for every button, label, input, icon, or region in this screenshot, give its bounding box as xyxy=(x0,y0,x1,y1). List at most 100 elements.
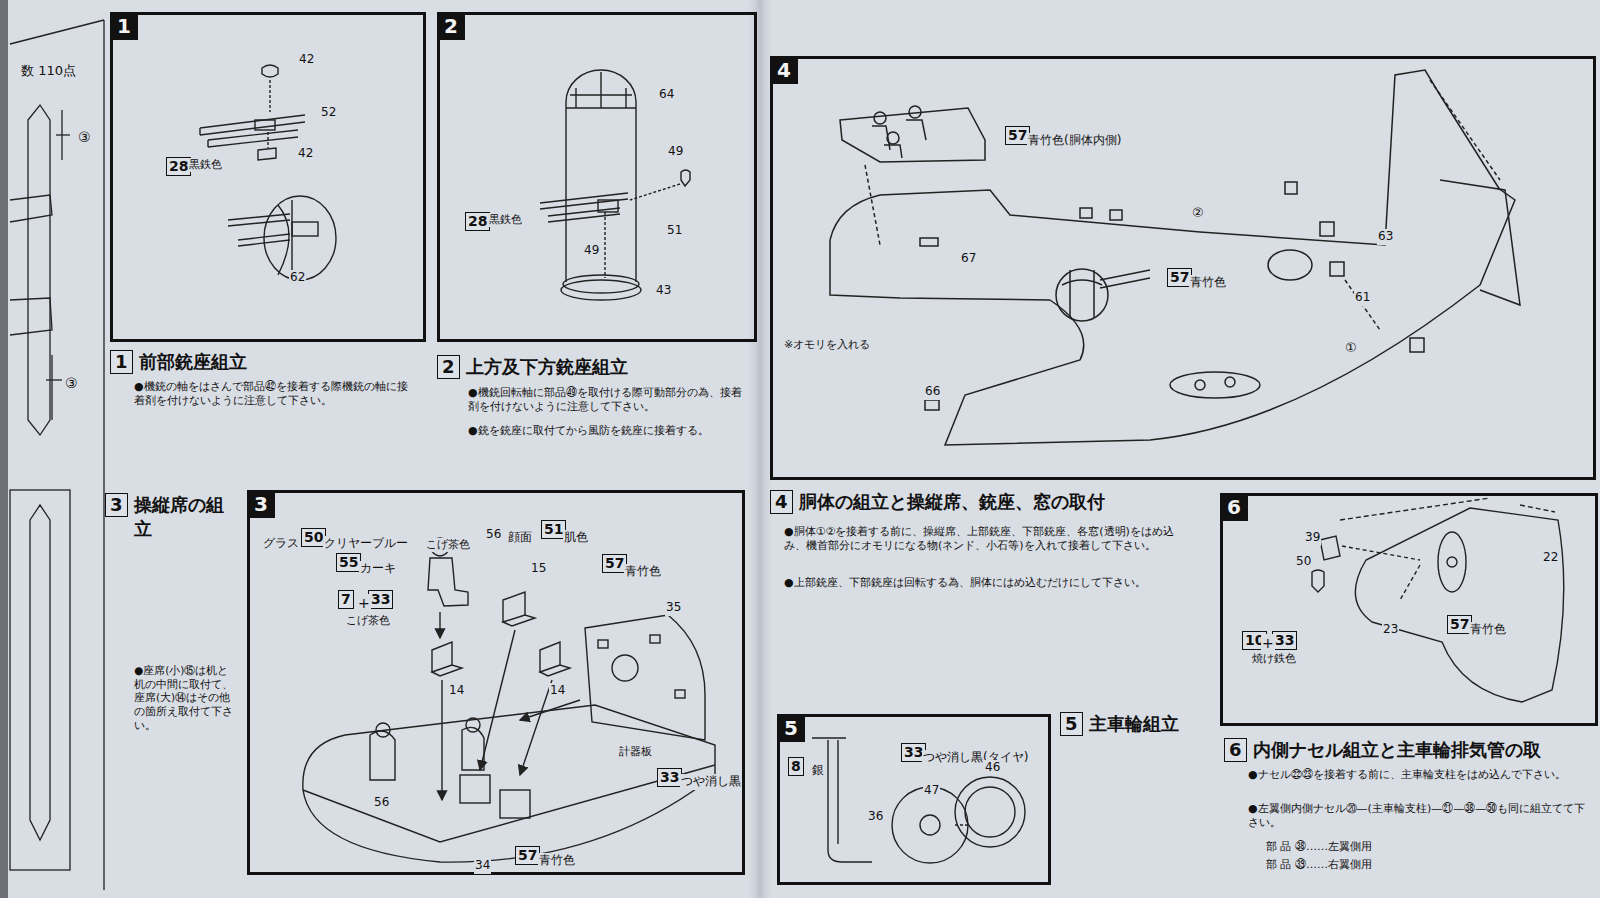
line-art xyxy=(1320,222,1334,236)
step-title: 胴体の組立と操縦席、銃座、窓の取付 xyxy=(799,490,1105,514)
step-number: 3 xyxy=(105,493,128,517)
color-code: 55 xyxy=(339,554,358,570)
line-art xyxy=(1430,80,1500,180)
step-number: 2 xyxy=(437,355,460,379)
callout-number: 肌色 xyxy=(563,530,589,546)
line-art xyxy=(208,130,298,147)
line-art xyxy=(920,238,938,246)
step-title: 内側ナセル組立と主車輪排気管の取 xyxy=(1253,738,1541,762)
line-art xyxy=(681,170,690,186)
line-art xyxy=(200,65,336,280)
step-number: 2 xyxy=(437,12,465,40)
step-heading: 6内側ナセル組立と主車輪排気管の取 xyxy=(1224,738,1541,762)
line-art xyxy=(830,240,1050,300)
line-art xyxy=(103,20,104,890)
line-art xyxy=(1110,210,1122,220)
callout-number: 14 xyxy=(448,683,465,699)
callout-number: 青竹色 xyxy=(538,853,576,869)
color-code-box: 8 xyxy=(788,757,804,776)
line-art xyxy=(10,298,52,335)
line-art xyxy=(520,680,552,775)
callout-number: 62 xyxy=(289,270,306,286)
color-code: 28 xyxy=(468,213,487,229)
line-art xyxy=(630,184,680,200)
instruction-note: ●銃を銃座に取付てから風防を銃座に接着する。 xyxy=(467,424,749,438)
callout-number: 49 xyxy=(583,243,600,259)
line-art xyxy=(837,740,838,844)
color-code: 33 xyxy=(1275,632,1294,648)
line-art xyxy=(370,731,395,780)
callout-number: 49 xyxy=(667,144,684,160)
callout-number: 56 xyxy=(485,527,502,543)
line-art xyxy=(874,112,886,124)
color-code: 7 xyxy=(341,591,351,607)
step-heading: 2上方及下方銃座組立 xyxy=(437,355,628,379)
line-art xyxy=(503,592,535,626)
instruction-note: ●機銃回転軸に部品㊾を取付ける際可動部分の為、接着剤を付けないように注意して下さ… xyxy=(467,386,749,415)
line-art xyxy=(10,20,104,44)
line-art xyxy=(267,132,268,148)
callout-number: 61 xyxy=(1354,290,1371,306)
callout-number: + xyxy=(1261,634,1275,652)
callout-number: 50 xyxy=(1295,554,1312,570)
line-art xyxy=(1170,372,1260,398)
callout-number: 36 xyxy=(867,809,884,825)
line-art xyxy=(520,700,580,720)
line-art xyxy=(441,680,442,800)
step-heading: 1前部銃座組立 xyxy=(110,350,247,374)
callout-number: 63 xyxy=(1377,229,1394,245)
line-art xyxy=(612,655,638,681)
step-number: 1 xyxy=(110,350,133,374)
color-code-box: 7 xyxy=(338,590,354,609)
line-art xyxy=(466,718,480,732)
callout-number: 42 xyxy=(297,146,314,162)
callout-number: 黒鉄色 xyxy=(488,213,523,227)
line-art xyxy=(1320,536,1340,560)
line-art xyxy=(1285,182,1297,194)
line-art xyxy=(1355,508,1563,702)
callout-number: ② xyxy=(1191,205,1205,222)
color-code: 57 xyxy=(1450,616,1469,632)
callout-number: こげ茶色 xyxy=(345,614,391,628)
callout-number: 66 xyxy=(924,384,941,400)
color-code-box: 57 xyxy=(515,846,540,865)
line-art xyxy=(909,106,921,118)
line-art xyxy=(812,738,872,862)
color-code: 28 xyxy=(169,158,188,174)
line-art xyxy=(10,490,70,870)
line-art xyxy=(228,214,290,246)
line-art xyxy=(303,765,715,842)
line-art xyxy=(500,790,530,818)
callout-number: ① xyxy=(1344,340,1358,357)
step-panel: 6103357 xyxy=(1220,493,1598,726)
callout-number: 23 xyxy=(1382,622,1399,638)
color-code: 8 xyxy=(791,758,801,774)
step-number: 6 xyxy=(1220,493,1248,521)
line-art xyxy=(1440,180,1520,305)
step-title: 主車輪組立 xyxy=(1089,712,1179,736)
line-art xyxy=(258,148,276,160)
step-panel: 5833 xyxy=(777,714,1051,885)
line-art xyxy=(10,195,52,222)
color-code: 57 xyxy=(1170,269,1189,285)
callout-number: ※オモリを入れる xyxy=(783,338,871,352)
step-heading: 4胴体の組立と操縦席、銃座、窓の取付 xyxy=(770,490,1105,514)
color-code-box: 28 xyxy=(465,212,490,231)
callout-number: 64 xyxy=(658,87,675,103)
callout-number: 部 品 ㊳……左翼側用 xyxy=(1265,840,1373,854)
line-art xyxy=(561,280,641,300)
line-art xyxy=(432,642,462,676)
line-art xyxy=(1400,565,1420,600)
line-art xyxy=(51,355,52,420)
callout-number: つや消し黒 xyxy=(680,774,742,790)
step-number: 5 xyxy=(1060,712,1083,736)
step-number: 4 xyxy=(770,56,798,84)
step-panel: 3505155733573357 xyxy=(247,490,745,875)
line-art xyxy=(1080,208,1092,218)
callout-number: 43 xyxy=(655,283,672,299)
line-art xyxy=(10,20,104,890)
line-art xyxy=(200,115,305,135)
line-art xyxy=(303,705,715,862)
